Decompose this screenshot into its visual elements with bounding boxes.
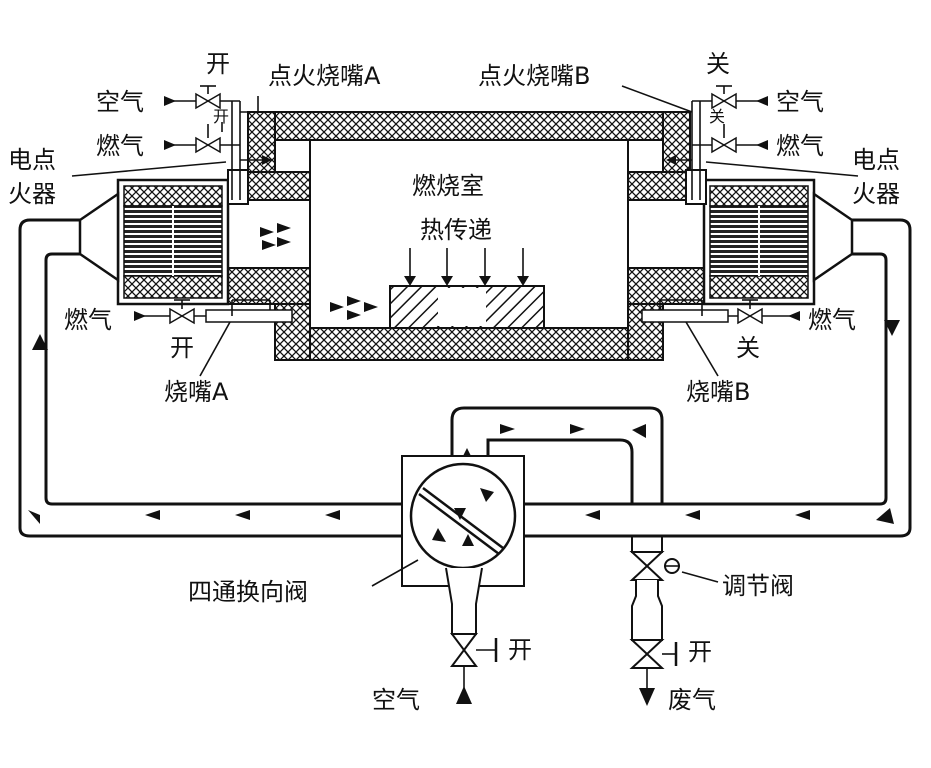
label-close-burner-right: 关 <box>736 334 760 362</box>
left-regenerator <box>78 169 249 306</box>
label-regulating-valve: 调节阀 <box>722 572 794 600</box>
label-igniter-a: 点火烧嘴A <box>268 62 381 90</box>
label-gas-right: 燃气 <box>776 132 824 160</box>
label-open-air-valve: 开 <box>508 636 532 664</box>
duct-flow-arrows <box>28 320 900 524</box>
label-burner-b: 烧嘴B <box>686 378 750 406</box>
label-air-in: 空气 <box>372 686 420 714</box>
label-igniter-right-line2: 火器 <box>852 180 900 208</box>
label-four-way-valve: 四通换向阀 <box>188 578 308 606</box>
workpiece <box>389 285 545 329</box>
label-open-burner-left: 开 <box>170 334 194 362</box>
label-igniter-left-line2: 火器 <box>8 180 56 208</box>
label-open-waste-valve: 开 <box>688 638 712 666</box>
label-igniter-right-line1: 电点 <box>852 146 900 174</box>
label-gas-left: 燃气 <box>96 132 144 160</box>
label-gas-burner-right: 燃气 <box>808 306 856 334</box>
furnace-body <box>227 111 705 361</box>
label-valve-open-left: 开 <box>213 107 229 126</box>
labels: 开 开 点火烧嘴A 点火烧嘴B 关 关 空气 燃气 空气 燃气 电点 火器 电点… <box>8 50 900 714</box>
burner-a-piping <box>134 299 293 377</box>
leader-lines <box>71 85 859 177</box>
label-waste-gas: 废气 <box>668 686 716 714</box>
right-regenerator <box>685 169 854 306</box>
label-valve-close-right: 关 <box>709 107 725 126</box>
label-heat-transfer: 热传递 <box>420 216 492 244</box>
heat-arrows <box>404 248 529 286</box>
label-igniter-left-line1: 电点 <box>8 146 56 174</box>
four-way-valve <box>371 455 525 704</box>
right-igniter-piping <box>666 85 768 200</box>
label-open-top-left: 开 <box>206 50 230 78</box>
label-close-top-right: 关 <box>706 50 730 78</box>
label-igniter-b: 点火烧嘴B <box>478 62 590 90</box>
label-combustion-chamber: 燃烧室 <box>412 172 484 200</box>
label-air-left: 空气 <box>96 88 144 116</box>
left-igniter-piping <box>164 85 272 200</box>
label-air-right: 空气 <box>776 88 824 116</box>
label-burner-a: 烧嘴A <box>164 378 229 406</box>
regulating-valve <box>629 536 719 706</box>
burner-b-piping <box>641 299 800 377</box>
label-gas-burner-left: 燃气 <box>64 306 112 334</box>
flame-flow-arrows <box>260 223 378 320</box>
